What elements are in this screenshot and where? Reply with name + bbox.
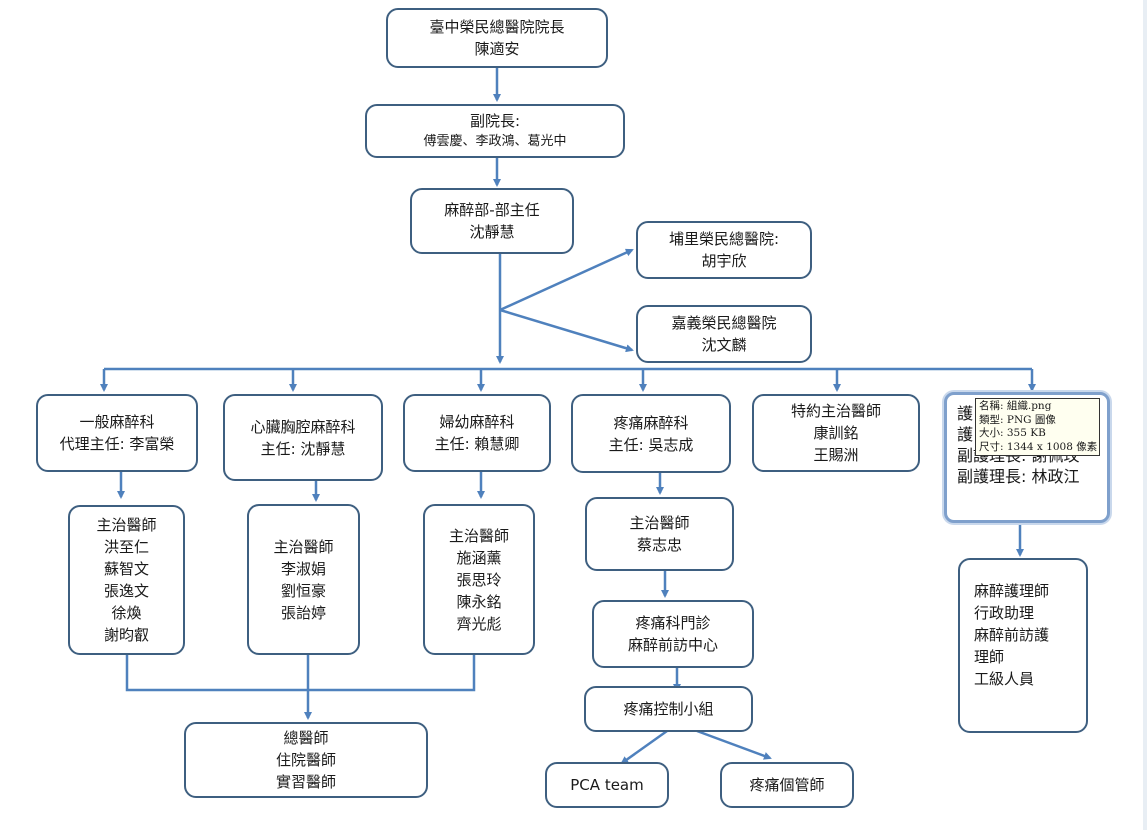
pca-team-box: PCA team xyxy=(545,762,669,808)
puli-branch-title: 埔里榮民總醫院: xyxy=(668,230,780,248)
attending-line: 劉恒豪 xyxy=(280,581,326,600)
vice-director-names: 傅雲慶、李政鴻、葛光中 xyxy=(423,134,567,149)
division-general: 一般麻醉科 代理主任: 李富榮 xyxy=(36,394,198,472)
division-head: 主任: 吳志成 xyxy=(608,435,694,454)
vice-director-title: 副院長: xyxy=(469,112,521,130)
residents-line: 實習醫師 xyxy=(275,773,336,791)
residents-box: 總醫師 住院醫師 實習醫師 xyxy=(184,722,428,798)
division-obgyn: 婦幼麻醉科 主任: 賴慧卿 xyxy=(403,394,551,472)
chiayi-branch-name: 沈文麟 xyxy=(701,336,747,354)
division-name: 一般麻醉科 xyxy=(79,413,155,431)
chiayi-branch-title: 嘉義榮民總醫院 xyxy=(671,314,777,332)
tooltip-line-2: 類型: PNG 圖像 xyxy=(979,413,1056,426)
arrow-to-chiayi xyxy=(499,308,634,353)
director-title: 臺中榮民總醫院院長 xyxy=(429,18,565,36)
attending-line: 謝昀叡 xyxy=(103,626,149,644)
file-info-tooltip: 名稱: 組織.png 類型: PNG 圖像 大小: 355 KB 尺寸: 134… xyxy=(975,398,1100,456)
nursing-line-1: 護 xyxy=(957,404,974,423)
attendings-obgyn-box: 主治醫師 施涵薰 張思玲 陳永銘 齊光彪 xyxy=(423,504,535,655)
attending-line: 蘇智文 xyxy=(103,560,149,578)
division-name: 心臟胸腔麻醉科 xyxy=(250,417,356,436)
attending-line: 陳永銘 xyxy=(456,592,502,611)
residents-line: 總醫師 xyxy=(283,729,329,747)
attending-line: 主治醫師 xyxy=(96,516,157,534)
anesthesia-head-box: 麻醉部-部主任 沈靜慧 xyxy=(410,188,574,254)
attending-line: 張逸文 xyxy=(103,582,149,600)
window-edge xyxy=(1143,0,1147,830)
attendings-cardiac-box: 主治醫師 李淑娟 劉恒豪 張詒婷 xyxy=(247,504,360,655)
anesthesia-head-name: 沈靜慧 xyxy=(469,223,515,241)
pain-clinic-box: 疼痛科門診 麻醉前訪中心 xyxy=(592,600,754,668)
pain-control-label: 疼痛控制小組 xyxy=(623,700,714,718)
arrow-to-puli xyxy=(499,248,634,312)
nurse-staff-line: 理師 xyxy=(974,648,1005,666)
attending-line: 張思玲 xyxy=(456,570,502,589)
division-pain: 疼痛麻醉科 主任: 吳志成 xyxy=(571,394,731,473)
nursing-line-2: 護 xyxy=(957,425,974,444)
pain-clinic-line: 麻醉前訪中心 xyxy=(627,636,718,654)
residents-line: 住院醫師 xyxy=(275,751,336,769)
tooltip-line-3: 大小: 355 KB xyxy=(979,427,1046,439)
attending-line: 蔡志忠 xyxy=(636,536,682,554)
division-head: 主任: 沈靜慧 xyxy=(260,439,346,458)
tooltip-line-4: 尺寸: 1344 x 1008 像素 xyxy=(979,440,1098,453)
division-name: 特約主治醫師 xyxy=(790,402,881,420)
attending-line: 洪至仁 xyxy=(103,538,149,556)
division-head: 主任: 賴慧卿 xyxy=(434,435,520,453)
puli-branch-box: 埔里榮民總醫院: 胡宇欣 xyxy=(636,221,812,279)
vice-director-box: 副院長: 傅雲慶、李政鴻、葛光中 xyxy=(365,104,625,158)
anesthesia-head-title: 麻醉部-部主任 xyxy=(444,201,540,219)
attending-line: 主治醫師 xyxy=(448,526,509,545)
nurse-staff-box: 麻醉護理師 行政助理 麻醉前訪護 理師 工級人員 xyxy=(958,558,1088,733)
division-name: 婦幼麻醉科 xyxy=(439,413,515,431)
chiayi-branch-box: 嘉義榮民總醫院 沈文麟 xyxy=(636,305,812,363)
nurse-staff-line: 麻醉前訪護 xyxy=(974,626,1050,644)
attending-line: 徐煥 xyxy=(111,604,142,622)
attending-line: 施涵薰 xyxy=(456,548,502,567)
division-name: 疼痛麻醉科 xyxy=(613,413,689,432)
puli-branch-name: 胡宇欣 xyxy=(701,252,747,270)
attending-pain-box: 主治醫師 蔡志忠 xyxy=(585,497,734,571)
director-name: 陳適安 xyxy=(474,40,520,58)
attending-line: 齊光彪 xyxy=(456,614,502,633)
nurse-staff-line: 行政助理 xyxy=(974,604,1035,622)
attending-line: 張詒婷 xyxy=(280,603,326,622)
attending-line: 主治醫師 xyxy=(273,537,334,556)
pca-team-label: PCA team xyxy=(570,776,644,794)
division-contract: 特約主治醫師 康訓銘 王賜洲 xyxy=(752,394,920,472)
division-head: 康訓銘 xyxy=(813,424,859,442)
attending-line: 李淑娟 xyxy=(280,559,326,578)
division-cardiac: 心臟胸腔麻醉科 主任: 沈靜慧 xyxy=(223,394,383,481)
pain-manager-label: 疼痛個管師 xyxy=(749,776,825,794)
director-box: 臺中榮民總醫院院長 陳適安 xyxy=(386,8,608,68)
pain-control-box: 疼痛控制小組 xyxy=(584,686,753,732)
nurse-staff-line: 麻醉護理師 xyxy=(974,582,1050,600)
attendings-general-box: 主治醫師 洪至仁 蘇智文 張逸文 徐煥 謝昀叡 xyxy=(68,505,185,655)
residents-merge-line xyxy=(125,655,476,692)
tooltip-line-1: 名稱: 組織.png xyxy=(979,400,1052,412)
nursing-line-4: 副護理長: 林政江 xyxy=(957,467,1080,486)
division-head: 代理主任: 李富榮 xyxy=(59,435,175,453)
nurse-staff-line: 工級人員 xyxy=(974,670,1035,688)
division-extra: 王賜洲 xyxy=(813,446,859,464)
pain-manager-box: 疼痛個管師 xyxy=(720,762,854,808)
pain-clinic-line: 疼痛科門診 xyxy=(635,614,711,632)
attending-line: 主治醫師 xyxy=(629,514,690,532)
